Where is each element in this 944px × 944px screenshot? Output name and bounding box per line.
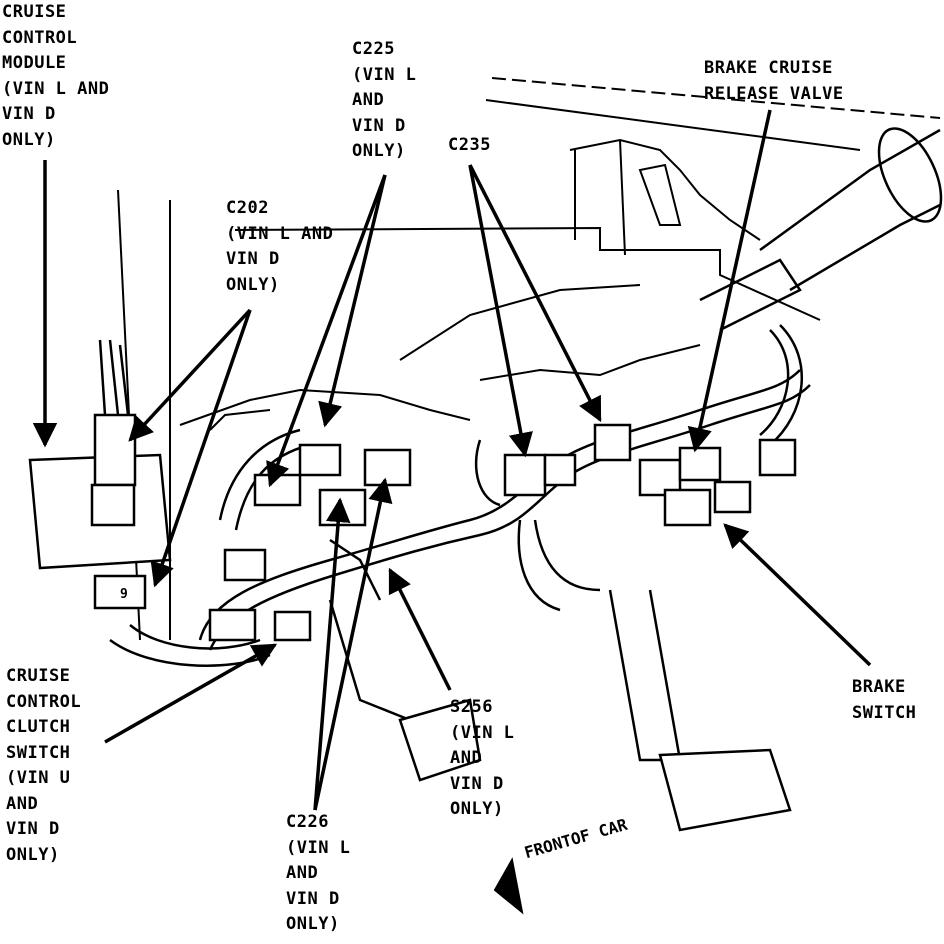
callout-line: RELEASE VALVE xyxy=(704,83,844,104)
callout-line: VIN D xyxy=(6,819,60,839)
connector-cluster-right xyxy=(503,423,797,612)
brake-pedal xyxy=(328,589,792,832)
callout-line: C226 xyxy=(286,812,329,832)
arrow-c202-b xyxy=(150,309,252,588)
callout-line: AND xyxy=(450,748,483,768)
arrow-brake-cruise-release-valve xyxy=(687,109,772,453)
callout-line: ONLY) xyxy=(352,141,406,161)
callout-line: ONLY) xyxy=(450,799,504,819)
label-c235: C235 xyxy=(448,133,491,159)
connector-cluster-left xyxy=(208,443,412,642)
callout-line: AND xyxy=(6,793,39,814)
callout-line: C235 xyxy=(448,135,491,155)
callout-line: VIN D xyxy=(2,104,56,124)
callout-line: VIN D xyxy=(450,773,504,794)
callout-line: S256 xyxy=(450,697,493,717)
callout-line: (VIN L AND xyxy=(2,78,110,99)
arrow-c226-a xyxy=(313,497,351,811)
arrow-s256 xyxy=(388,567,452,691)
arrow-cruise-control-clutch-switch xyxy=(104,643,278,744)
callout-line: BRAKE CRUISE xyxy=(704,58,833,78)
arrow-c225-b xyxy=(318,174,387,428)
arrow-c235-a xyxy=(468,164,533,458)
arrow-c202-a xyxy=(128,308,252,442)
label-cruise-control-module: CRUISE CONTROL MODULE (VIN L AND VIN D ONLY) xyxy=(2,0,109,153)
front-of-car-arrow xyxy=(493,857,524,915)
callout-line: (VIN L AND xyxy=(226,223,334,244)
callout-line: CRUISE xyxy=(2,2,67,22)
steering-column xyxy=(699,127,943,332)
callout-line: SWITCH xyxy=(852,702,917,723)
arrow-c235-b xyxy=(468,164,602,423)
cruise-control-module-shape: 9 xyxy=(28,339,172,610)
callout-line: SWITCH xyxy=(6,742,71,763)
callout-line: C225 xyxy=(352,39,395,59)
arrow-c225-a xyxy=(266,174,387,488)
callout-line: (VIN L xyxy=(352,64,417,85)
callout-line: (VIN L xyxy=(450,722,515,743)
callout-line: BRAKE xyxy=(852,677,906,697)
callout-line: CONTROL xyxy=(6,691,82,712)
callout-line: ONLY) xyxy=(226,274,280,295)
arrow-brake-switch xyxy=(723,523,872,667)
label-s256: S256 (VIN L AND VIN D ONLY) xyxy=(450,695,514,823)
callout-line: AND xyxy=(352,90,385,110)
callout-line: C202 xyxy=(226,198,269,218)
label-c225: C225 (VIN L AND VIN D ONLY) xyxy=(352,37,416,165)
callout-line: (VIN U xyxy=(6,768,71,788)
label-c202: C202 (VIN L AND VIN D ONLY) xyxy=(226,196,333,298)
connector-number: 9 xyxy=(120,587,128,602)
callout-line: VIN D xyxy=(286,888,340,909)
label-brake-switch: BRAKE SWITCH xyxy=(852,675,916,726)
label-brake-cruise-release-valve: BRAKE CRUISE RELEASE VALVE xyxy=(704,56,844,107)
arrow-c226-b xyxy=(313,477,393,811)
callout-line: MODULE xyxy=(2,53,67,73)
leader-arrows xyxy=(32,109,872,811)
label-cruise-control-clutch-switch: CRUISE CONTROL CLUTCH SWITCH (VIN U AND VIN D O… xyxy=(6,664,81,868)
callout-line: CONTROL xyxy=(2,27,78,48)
callout-line: ONLY) xyxy=(6,844,60,865)
callout-line: ONLY) xyxy=(286,914,340,934)
label-c226: C226 (VIN L AND VIN D ONLY) xyxy=(286,810,350,938)
callout-line: CRUISE xyxy=(6,666,71,686)
callout-line: VIN D xyxy=(352,115,406,136)
callout-line: ONLY) xyxy=(2,129,56,150)
callout-line: (VIN L xyxy=(286,837,351,858)
callout-line: AND xyxy=(286,863,319,883)
callout-line: CLUTCH xyxy=(6,717,71,737)
callout-line: VIN D xyxy=(226,249,280,269)
